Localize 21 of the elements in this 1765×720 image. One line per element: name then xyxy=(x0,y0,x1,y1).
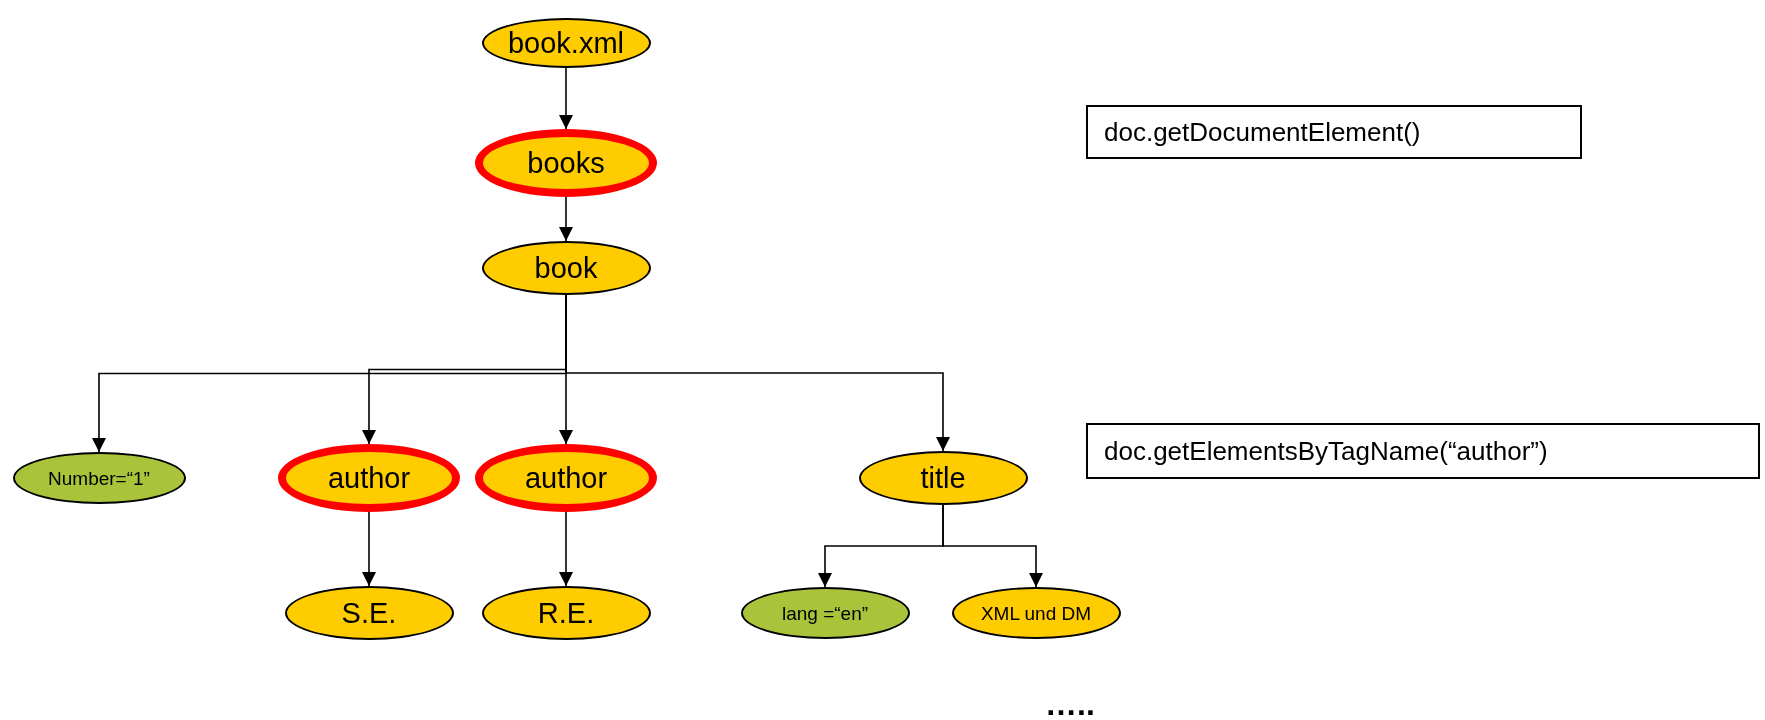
arrow xyxy=(558,511,574,587)
node-label: XML und DM xyxy=(980,603,1092,623)
node-label: book.xml xyxy=(507,28,624,58)
arrow xyxy=(558,196,574,242)
node-label: R.E. xyxy=(537,598,595,628)
arrow xyxy=(942,504,1044,588)
node-label: lang =“en” xyxy=(781,603,869,623)
ellipsis-text: ….. xyxy=(1045,688,1095,720)
node-label: Number=“1” xyxy=(48,468,150,488)
node-label: doc.getElementsByTagName(“author”) xyxy=(1104,438,1548,464)
node-label: author xyxy=(524,463,608,493)
node-label: doc.getDocumentElement() xyxy=(1104,119,1421,145)
node-label: S.E. xyxy=(341,598,397,628)
node-label: book xyxy=(534,253,598,283)
node-label: title xyxy=(920,463,966,493)
method-box xyxy=(1086,423,1760,479)
arrow xyxy=(558,67,574,130)
method-box xyxy=(1086,105,1582,159)
node-label: books xyxy=(527,148,605,178)
arrow xyxy=(361,511,377,587)
node-label: author xyxy=(327,463,411,493)
